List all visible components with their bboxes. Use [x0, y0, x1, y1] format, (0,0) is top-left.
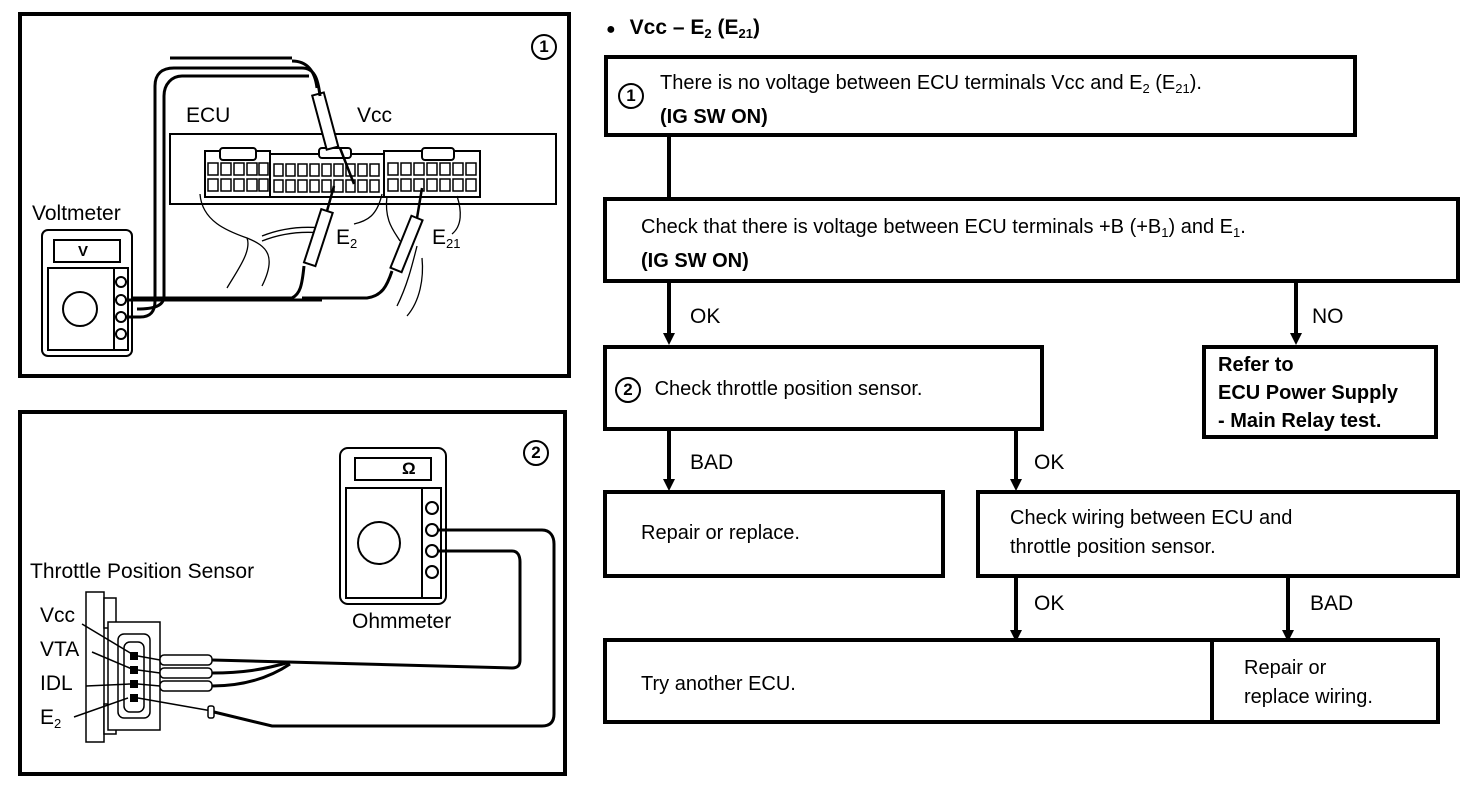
- e2-label: E2: [336, 226, 358, 251]
- ecu-label: ECU: [186, 104, 231, 127]
- voltmeter-device: [41, 229, 133, 357]
- flow-check-power-box: Check that there is voltage between ECU …: [603, 197, 1460, 283]
- arrow-down-icon: [663, 479, 675, 491]
- arrow-down-icon: [1010, 479, 1022, 491]
- bullet: ●: [606, 21, 616, 38]
- step-2-text: Check throttle position sensor.: [654, 378, 923, 400]
- label-no: NO: [1312, 305, 1344, 328]
- step-1-number: 1: [618, 83, 644, 109]
- voltmeter-diagram: [41, 56, 557, 357]
- ohmmeter-diagram: [73, 447, 556, 743]
- flow-step-2-box: 2 Check throttle position sensor.: [603, 345, 1044, 431]
- figure-1-number: 1: [531, 34, 557, 60]
- ecu-pins: [207, 162, 477, 193]
- voltmeter-label: Voltmeter: [32, 202, 121, 225]
- connector-ok-2: [1014, 431, 1018, 481]
- figure-2-ohmmeter-panel: 2 Throttle Position Sensor Ohmmeter Ω Vc…: [18, 410, 567, 776]
- flow-repair-box: Repair or replace.: [603, 490, 945, 578]
- voltmeter-lead-2: [126, 66, 322, 319]
- terminal-idl: IDL: [40, 672, 73, 695]
- arrow-down-icon: [1290, 333, 1302, 345]
- terminal-leader-lines: [73, 623, 133, 718]
- flow-step-1-box: 1 There is no voltage between ECU termin…: [604, 55, 1357, 137]
- throttle-sensor-label: Throttle Position Sensor: [30, 560, 255, 583]
- e21-probe: [302, 187, 424, 300]
- terminal-vta: VTA: [40, 638, 80, 661]
- step-1-text: There is no voltage between ECU terminal…: [660, 72, 1202, 128]
- connector-step1-to-check: [667, 137, 671, 197]
- ohmmeter-device: [339, 447, 447, 605]
- label-ok-2: OK: [1034, 451, 1065, 474]
- label-ok-3: OK: [1034, 592, 1065, 615]
- label-bad-1: BAD: [690, 451, 734, 474]
- connector-ok-3: [1014, 578, 1018, 632]
- sensor-pins: [130, 652, 138, 702]
- throttle-sensor-body: [85, 591, 161, 743]
- ohmmeter-display: Ω: [402, 459, 416, 478]
- flow-refer-box: Refer to ECU Power Supply - Main Relay t…: [1202, 345, 1438, 439]
- ohmmeter-leads: [211, 528, 556, 728]
- label-bad-2: BAD: [1310, 592, 1354, 615]
- step-2-number: 2: [615, 377, 641, 403]
- ohmmeter-label: Ohmmeter: [352, 610, 452, 633]
- e21-label: E21: [432, 226, 461, 251]
- figure-1-voltmeter-panel: 1 ECU Vcc E2 E21 Voltmeter V: [18, 12, 571, 378]
- e2-probe: [132, 185, 336, 300]
- connector-no: [1294, 283, 1298, 335]
- terminal-vcc: Vcc: [40, 604, 76, 627]
- vcc-probe: [136, 56, 356, 311]
- connector-ok-1: [667, 283, 671, 335]
- connector-bad-2: [1286, 578, 1290, 632]
- label-ok-1: OK: [690, 305, 721, 328]
- figure-2-number: 2: [523, 440, 549, 466]
- section-heading: ●Vcc – E2 (E21): [606, 16, 760, 41]
- vcc-label: Vcc: [357, 104, 393, 127]
- flow-repair-wiring-box: Repair or replace wiring.: [1210, 638, 1440, 724]
- connector-bad-1: [667, 431, 671, 481]
- flow-try-ecu-box: Try another ECU.: [603, 638, 1270, 724]
- terminal-e2: E2: [40, 706, 62, 731]
- voltmeter-display: V: [78, 243, 89, 260]
- arrow-down-icon: [663, 333, 675, 345]
- flow-check-wiring-box: Check wiring between ECU and throttle po…: [976, 490, 1460, 578]
